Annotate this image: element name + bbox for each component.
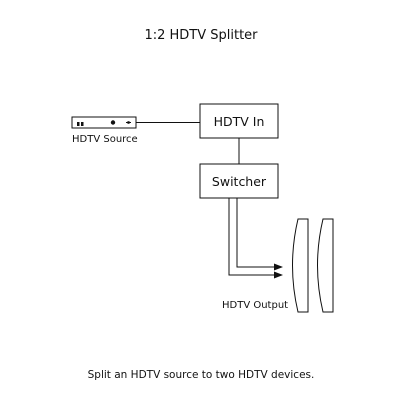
switcher-label: Switcher xyxy=(212,174,267,189)
hdtv-in-label: HDTV In xyxy=(214,114,265,129)
arrowhead-inner xyxy=(274,263,283,271)
hdtv-display-2 xyxy=(317,218,334,313)
diagram-title: 1:2 HDTV Splitter xyxy=(144,28,258,43)
arrowhead-outer xyxy=(274,271,283,279)
hdtv-source-device xyxy=(71,116,137,129)
hdtv-in-node: HDTV In xyxy=(199,103,279,139)
output-arrow-outer xyxy=(228,198,276,276)
output-arrow-inner xyxy=(236,198,276,268)
switcher-node: Switcher xyxy=(199,163,279,199)
hdtv-display-1 xyxy=(292,218,309,313)
output-arrows xyxy=(228,198,276,276)
diagram-caption: Split an HDTV source to two HDTV devices… xyxy=(87,369,315,381)
hdtv-source-label: HDTV Source xyxy=(72,134,138,145)
hdtv-output-label: HDTV Output xyxy=(222,300,289,311)
